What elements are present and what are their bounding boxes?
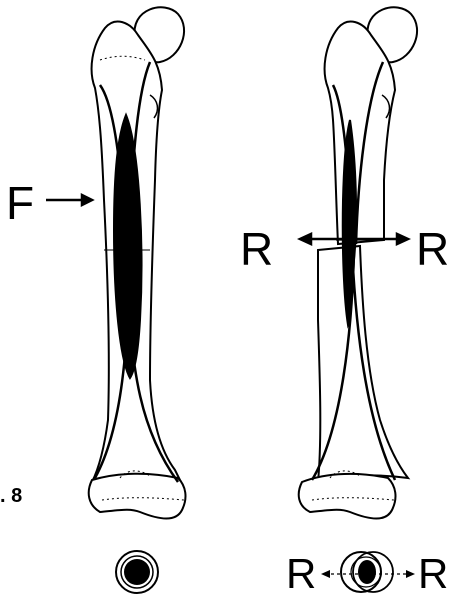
section-label-left: R	[286, 553, 316, 595]
figure-number: . 8	[0, 486, 22, 506]
right-femur	[299, 7, 417, 518]
force-arrow	[46, 195, 92, 205]
right-femur-condyles	[299, 474, 396, 519]
section-label-right: R	[418, 553, 448, 595]
rotation-label-left: R	[240, 226, 273, 272]
force-label: F	[6, 180, 34, 226]
left-femur-condyles	[89, 474, 186, 519]
rotation-label-right: R	[416, 226, 449, 272]
left-cross-section	[116, 551, 158, 593]
right-femur-proximal-fragment	[325, 22, 395, 244]
right-cross-section	[321, 552, 415, 592]
left-femur	[89, 7, 186, 518]
